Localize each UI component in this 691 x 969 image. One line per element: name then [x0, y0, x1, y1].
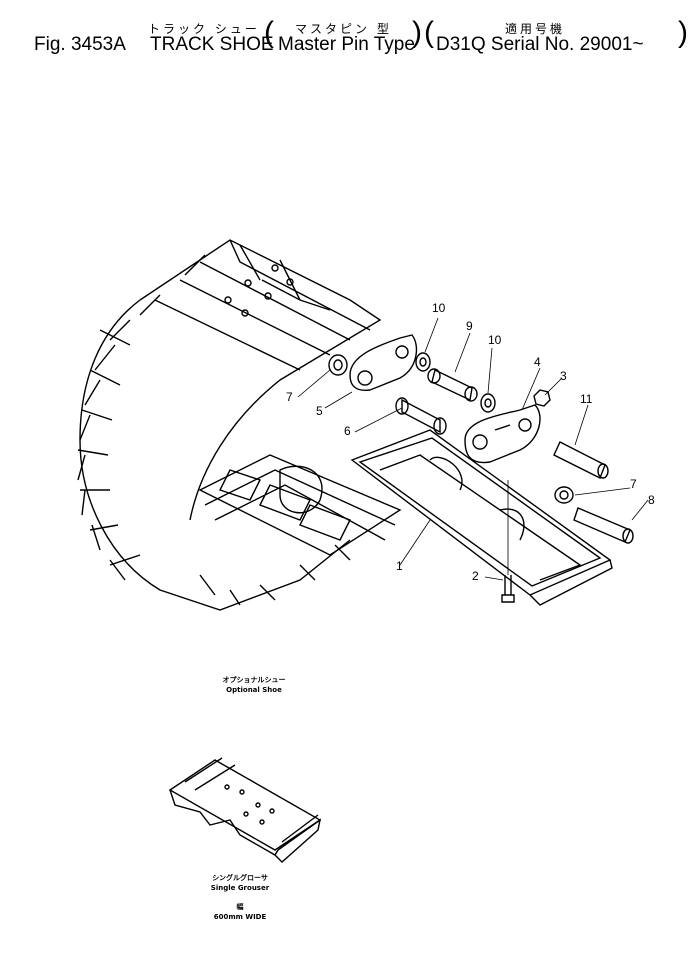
- single-grouser-en: Single Grouser: [210, 884, 270, 892]
- callout-1: 1: [396, 559, 403, 573]
- callout-5: 5: [316, 404, 323, 418]
- title-jp: トラック シュー: [148, 22, 260, 36]
- serial-en: D31Q Serial No. 29001~: [436, 34, 644, 55]
- callout-11: 11: [580, 392, 593, 406]
- paren-open-2: (: [424, 16, 434, 49]
- part-10-seal-left: [415, 352, 431, 372]
- width-en: 600mm WIDE: [213, 913, 267, 921]
- callout-7-left: 7: [286, 390, 293, 404]
- single-grouser-jp: シングルグローサ: [212, 874, 268, 882]
- callout-8: 8: [648, 493, 655, 507]
- part-8-master-pin: [573, 507, 634, 544]
- callout-4: 4: [534, 355, 541, 369]
- optional-shoe-en: Optional Shoe: [226, 686, 282, 694]
- part-2-bolt: [501, 480, 515, 603]
- callout-3: 3: [560, 369, 567, 383]
- single-grouser-shoe: [168, 757, 322, 863]
- part-7-seal-right: [554, 486, 574, 504]
- callout-2: 2: [472, 569, 479, 583]
- paren-close-1: ): [412, 16, 422, 49]
- type-jp: マスタピン 型: [295, 22, 392, 36]
- part-5-link: [349, 334, 418, 392]
- callout-7-right: 7: [630, 477, 637, 491]
- optional-shoe-jp: オプショナルシュー: [222, 676, 286, 684]
- part-9-bushing: [427, 368, 478, 402]
- leader-lines: [297, 317, 649, 581]
- type-en: Master Pin Type: [278, 34, 415, 55]
- width-jp: 幅: [236, 903, 244, 911]
- part-7-seal-left: [328, 354, 348, 376]
- part-11-pin: [553, 441, 609, 479]
- part-3-nut: [533, 389, 551, 407]
- serial-jp: 適用号機: [505, 22, 566, 36]
- part-1-track-shoe: [350, 429, 613, 606]
- track-chain-assembly: [77, 239, 402, 611]
- paren-open-1: (: [264, 16, 274, 49]
- fig-number: Fig. 3453A: [34, 34, 126, 55]
- callout-6: 6: [344, 424, 351, 438]
- callout-9: 9: [466, 319, 473, 333]
- paren-close-2: ): [678, 16, 688, 49]
- part-6-bushing: [395, 397, 447, 435]
- callout-10-right: 10: [488, 333, 502, 347]
- callout-10-left: 10: [432, 301, 446, 315]
- part-4-link: [464, 404, 541, 464]
- part-10-seal-right: [480, 393, 496, 413]
- title-en: TRACK SHOE: [150, 34, 274, 55]
